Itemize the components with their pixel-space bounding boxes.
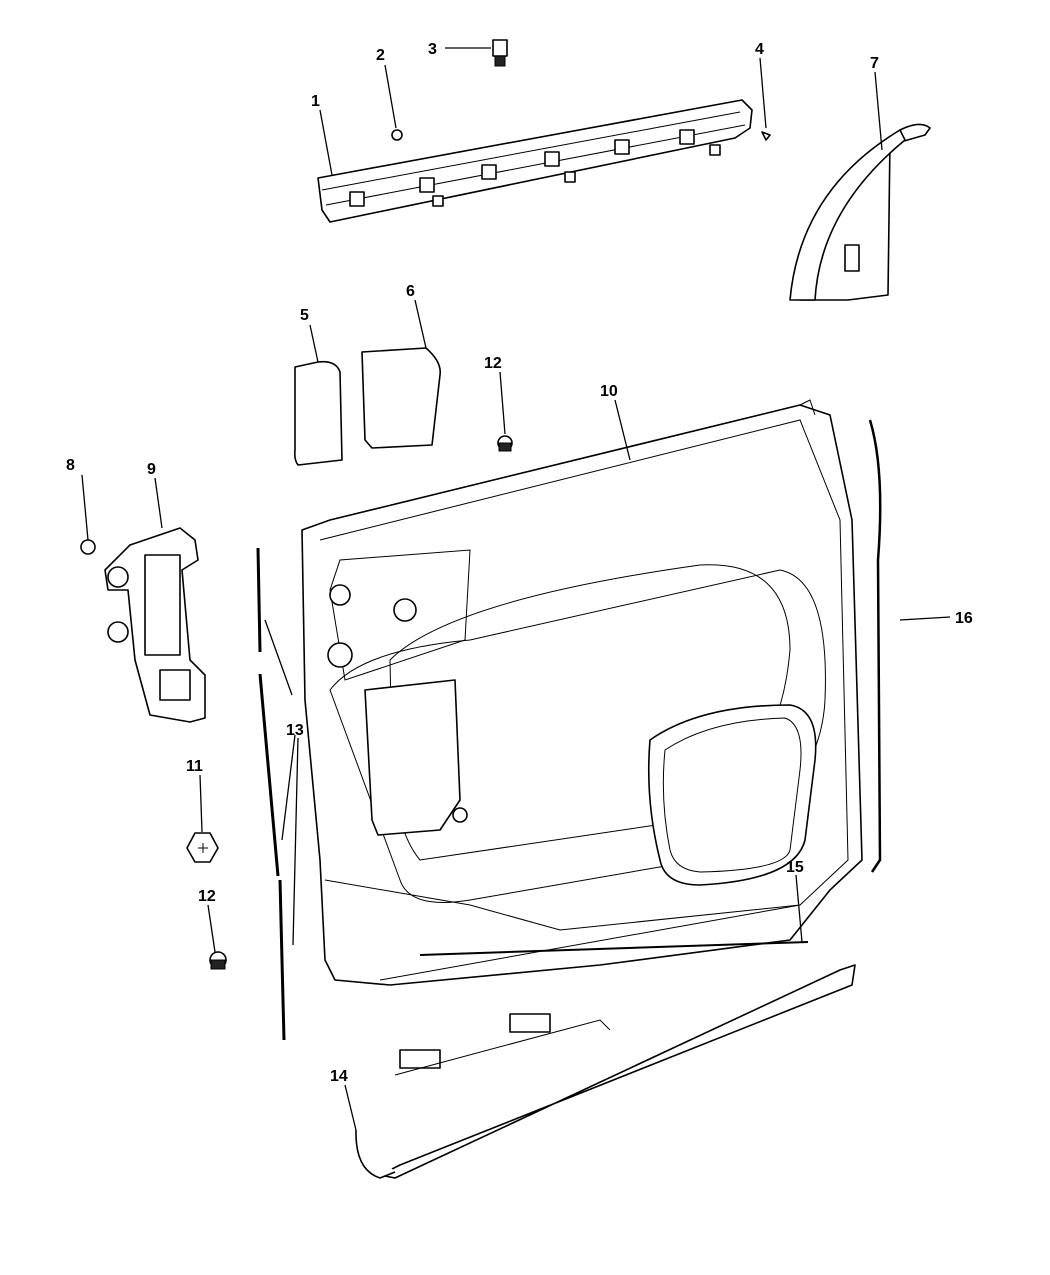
part-7-pillar-trim [789,123,931,301]
callout-8: 8 [66,457,75,474]
leader-lines [81,47,951,1131]
callout-14: 14 [330,1068,348,1085]
part-1-upper-trim-rail [317,99,753,223]
part-12-push-pin-upper [497,435,513,452]
callout-16: 16 [955,610,973,627]
callout-12-lower: 12 [198,888,216,905]
part-4-clip [761,131,771,141]
callout-11: 11 [186,758,203,775]
part-8-nut [80,539,96,555]
part-3-fastener [492,39,508,67]
part-12-push-pin-lower [209,951,227,970]
callout-7: 7 [870,55,879,72]
callout-1: 1 [311,93,320,110]
callout-15: 15 [786,859,804,876]
callout-12-upper: 12 [484,355,502,372]
callout-13: 13 [286,722,304,739]
callout-5: 5 [300,307,309,324]
callout-9: 9 [147,461,156,478]
callout-4: 4 [755,41,764,58]
part-2-clip [391,129,403,141]
part-15-strip [419,941,809,956]
part-9-inside-handle [104,527,206,723]
callout-2: 2 [376,47,385,64]
part-6-trim-cover [361,347,442,449]
part-10-door-trim-panel [301,399,863,986]
callout-10: 10 [600,383,618,400]
part-5-trim-cover [294,360,343,466]
part-14-lower-sill-trim [355,964,856,1179]
callout-3: 3 [428,41,437,58]
part-13-seal-strips [256,547,286,1041]
part-16-weatherstrip [868,419,882,873]
callout-6: 6 [406,283,415,300]
part-11-hex-nut [186,832,219,863]
